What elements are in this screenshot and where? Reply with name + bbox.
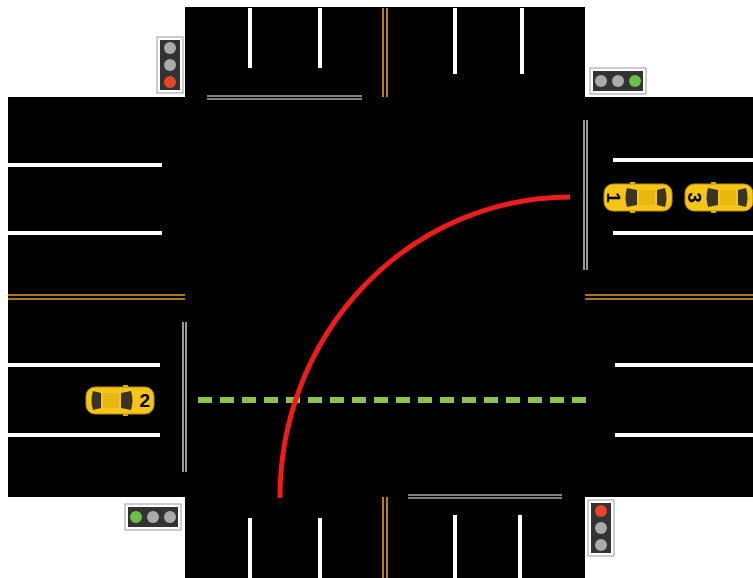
callout-number: 1 bbox=[604, 192, 623, 203]
car: 1 bbox=[603, 182, 673, 213]
car: 2 bbox=[85, 385, 155, 416]
stop-lines bbox=[183, 96, 587, 498]
traffic-light bbox=[157, 37, 183, 93]
horizontal-road bbox=[8, 97, 753, 497]
lane-markings bbox=[8, 8, 753, 578]
straight-path bbox=[198, 397, 590, 403]
traffic-light bbox=[590, 68, 646, 94]
center-lines bbox=[8, 8, 753, 578]
turn-path bbox=[280, 197, 570, 498]
callout-number: 3 bbox=[685, 192, 704, 203]
car: 3 bbox=[684, 182, 753, 213]
traffic-light bbox=[588, 500, 614, 556]
traffic-light bbox=[125, 504, 181, 530]
callout-number: 2 bbox=[139, 391, 150, 410]
